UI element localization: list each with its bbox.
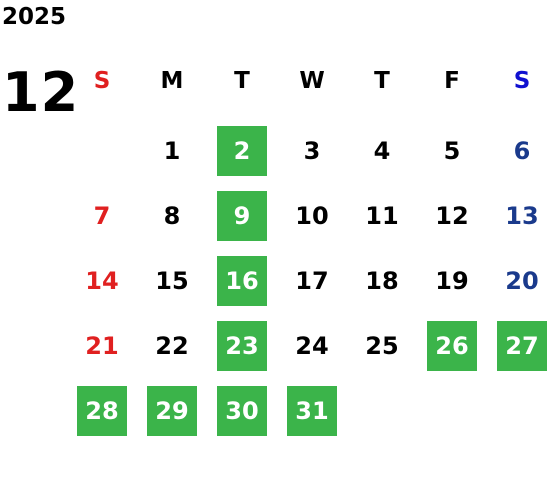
day-10[interactable]: 10 <box>295 202 329 230</box>
day-23[interactable]: 23 <box>217 321 267 371</box>
weekday-2: T <box>234 68 250 94</box>
day-11[interactable]: 11 <box>365 202 399 230</box>
day-19[interactable]: 19 <box>435 267 469 295</box>
day-21[interactable]: 21 <box>85 332 119 360</box>
day-18[interactable]: 18 <box>365 267 399 295</box>
day-9[interactable]: 9 <box>217 191 267 241</box>
day-26[interactable]: 26 <box>427 321 477 371</box>
day-22[interactable]: 22 <box>155 332 189 360</box>
day-14[interactable]: 14 <box>85 267 119 295</box>
day-24[interactable]: 24 <box>295 332 329 360</box>
year-label: 2025 <box>2 4 67 30</box>
day-13[interactable]: 13 <box>505 202 539 230</box>
day-28[interactable]: 28 <box>77 386 127 436</box>
weekday-4: T <box>374 68 390 94</box>
day-8[interactable]: 8 <box>163 202 181 230</box>
weekday-3: W <box>299 68 325 94</box>
day-3[interactable]: 3 <box>303 137 321 165</box>
month-label: 12 <box>2 61 80 124</box>
day-15[interactable]: 15 <box>155 267 189 295</box>
day-4[interactable]: 4 <box>373 137 391 165</box>
day-17[interactable]: 17 <box>295 267 329 295</box>
day-29[interactable]: 29 <box>147 386 197 436</box>
day-27[interactable]: 27 <box>497 321 547 371</box>
day-31[interactable]: 31 <box>287 386 337 436</box>
weekday-1: M <box>160 68 184 94</box>
day-7[interactable]: 7 <box>93 202 111 230</box>
day-5[interactable]: 5 <box>443 137 461 165</box>
day-1[interactable]: 1 <box>163 137 181 165</box>
weekday-6: S <box>513 68 531 94</box>
day-16[interactable]: 16 <box>217 256 267 306</box>
weekday-5: F <box>444 68 460 94</box>
day-20[interactable]: 20 <box>505 267 539 295</box>
day-12[interactable]: 12 <box>435 202 469 230</box>
weekday-0: S <box>93 68 111 94</box>
day-6[interactable]: 6 <box>513 137 531 165</box>
day-2[interactable]: 2 <box>217 126 267 176</box>
day-30[interactable]: 30 <box>217 386 267 436</box>
day-25[interactable]: 25 <box>365 332 399 360</box>
